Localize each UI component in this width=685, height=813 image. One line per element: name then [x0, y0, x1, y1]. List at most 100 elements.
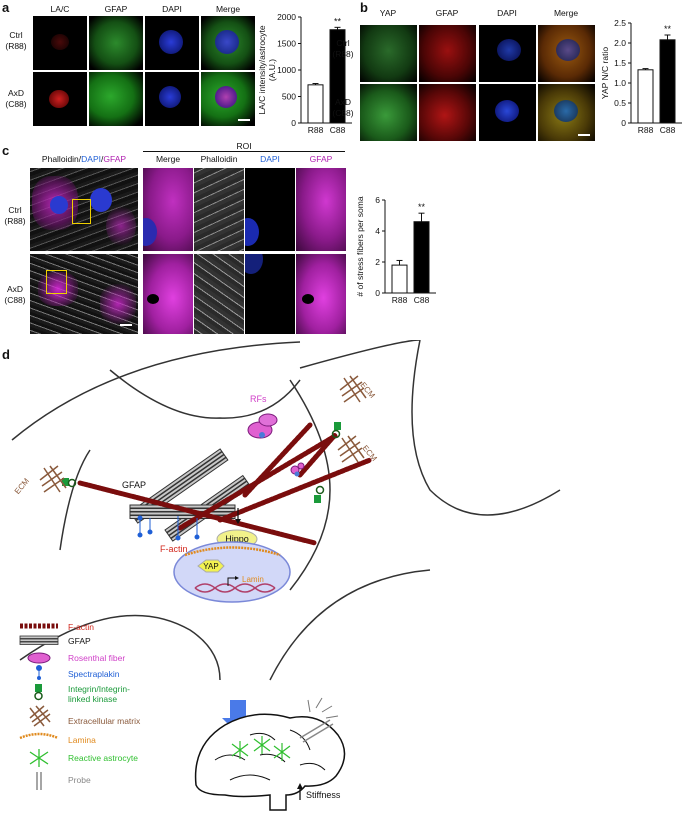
legend-label-spectraplakin: Spectraplakin — [68, 669, 120, 679]
y-tick-label: 0 — [375, 288, 380, 298]
panel-b-row-label-axd: AxD (C88) — [332, 97, 354, 118]
diagram-label-ecm-left: ECM — [13, 476, 32, 496]
panel-a-header-lac: LA/C — [50, 4, 70, 14]
diagram-label-yap: YAP — [203, 562, 218, 571]
brain-folds — [214, 729, 326, 781]
panel-c-roi-dapi-axd-image — [245, 254, 295, 334]
diagram-label-gfap: GFAP — [122, 480, 146, 490]
diagram-label-f-actin: F-actin — [160, 544, 188, 554]
panel-b-merge-ctrl-image — [538, 25, 595, 82]
y-tick-label: 2000 — [277, 12, 296, 22]
y-tick-label: 2 — [375, 257, 380, 267]
legend-label-rosenthal-fiber: Rosenthal fiber — [68, 653, 126, 663]
y-tick-label: 1000 — [277, 65, 296, 75]
y-axis-label: LA/C intensity/astrocyte — [257, 25, 267, 115]
x-tick-label: R88 — [392, 295, 408, 305]
legend-label-integrin: Integrin/Integrin- linked kinase — [68, 684, 130, 704]
cell-outline — [109, 369, 301, 419]
y-axis-label: # of stress fibers per soma — [355, 196, 365, 296]
y-tick-label: 1500 — [277, 39, 296, 49]
x-tick-label: C88 — [660, 125, 676, 135]
legend-label-f-actin: F-actin — [68, 622, 94, 632]
y-axis-label: (A.U.) — [267, 59, 277, 81]
panel-c-overview-ctrl-image — [30, 168, 138, 251]
panel-a-gfap-ctrl-image — [89, 16, 143, 70]
header-part-dapi: DAPI — [81, 154, 101, 164]
x-tick-label: C88 — [414, 295, 430, 305]
y-tick-label: 2.0 — [614, 38, 626, 48]
panel-c-roi-header-phalloidin: Phalloidin — [200, 154, 238, 164]
mechanobiology-diagram: GFAP F-actin RFs ECM ECM ECM — [11, 340, 561, 811]
cell-outline — [59, 449, 91, 551]
panel-b-yap-axd-image — [360, 84, 417, 141]
panel-a-row-label-ctrl: Ctrl (R88) — [5, 30, 27, 51]
panel-b-dapi-ctrl-image — [479, 25, 536, 82]
reactive-astrocytes — [231, 736, 291, 761]
diagram-label-hippo: Hippo — [225, 534, 249, 544]
scale-bar — [120, 324, 132, 326]
f-actin-fibers — [77, 422, 373, 546]
panel-c-roi-phalloidin-axd-image — [194, 254, 244, 334]
panel-b-gfap-ctrl-image — [419, 25, 476, 82]
legend-label-lamina: Lamina — [68, 735, 96, 745]
panel-c-roi-header-merge: Merge — [155, 154, 181, 164]
panel-c-roi-gfap-axd-image — [296, 254, 346, 334]
panel-b-header-merge: Merge — [553, 8, 579, 18]
roi-box — [46, 270, 67, 294]
significance-label: ** — [418, 202, 426, 212]
cell-outline — [299, 340, 421, 369]
nucleus — [173, 541, 291, 603]
panel-c-roi-title: ROI — [236, 141, 252, 151]
panel-c-roi-gfap-ctrl-image — [296, 168, 346, 251]
transcription-arrow — [227, 577, 236, 586]
y-tick-label: 6 — [375, 195, 380, 205]
probe — [299, 697, 339, 743]
roi-bracket-line — [143, 151, 345, 152]
cell-outline — [289, 379, 331, 591]
bar-r88 — [637, 69, 654, 124]
y-tick-label: 4 — [375, 226, 380, 236]
arrow-head — [235, 576, 239, 580]
panel-c-roi-header-gfap: GFAP — [309, 154, 333, 164]
panel-a-dapi-axd-image — [145, 72, 199, 126]
panel-a-row-label-axd: AxD (C88) — [5, 88, 27, 109]
diagram-label-lamin: Lamin — [242, 575, 264, 584]
lamina-icon — [19, 732, 59, 740]
y-tick-label: 0.5 — [614, 98, 626, 108]
panel-b-header-dapi: DAPI — [497, 8, 517, 18]
panel-a-lac-axd-image — [33, 72, 87, 126]
cell-outline — [11, 341, 301, 441]
panel-b-row-label-ctrl: Ctrl (R88) — [332, 38, 354, 59]
panel-b-header-gfap: GFAP — [435, 8, 459, 18]
legend-label-probe: Probe — [68, 775, 91, 785]
reactive-astrocyte-icon — [29, 749, 49, 767]
bar-c88 — [413, 221, 430, 294]
y-tick-label: 1.5 — [614, 58, 626, 68]
panel-a-header-merge: Merge — [215, 4, 241, 14]
x-tick-label: R88 — [308, 125, 324, 135]
panel-c-roi-merge-axd-image — [143, 254, 193, 334]
cell-outline — [19, 614, 221, 681]
diagram-label-stiffness: Stiffness — [306, 790, 341, 800]
legend-label-reactive-astrocyte: Reactive astrocyte — [68, 753, 138, 763]
rosenthal-fiber-icon — [27, 652, 51, 664]
dna-helix — [194, 583, 276, 593]
legend-label-ecm: Extracellular matrix — [68, 716, 141, 726]
y-tick-label: 0 — [621, 118, 626, 128]
yap-hexagon — [197, 559, 225, 573]
y-tick-label: 1.0 — [614, 78, 626, 88]
legend-label-gfap: GFAP — [68, 636, 91, 646]
panel-a-header-gfap: GFAP — [104, 4, 128, 14]
significance-label: ** — [334, 16, 342, 26]
bar-r88 — [307, 84, 324, 124]
header-part-slash: / — [101, 154, 104, 164]
panel-c-roi-merge-ctrl-image — [143, 168, 193, 251]
header-part-gfap: GFAP — [103, 154, 127, 164]
header-part-phalloidin: Phalloidin/ — [41, 154, 82, 164]
panel-a-dapi-ctrl-image — [145, 16, 199, 70]
probe-icon — [36, 772, 42, 790]
panel-a-header-dapi: DAPI — [162, 4, 182, 14]
